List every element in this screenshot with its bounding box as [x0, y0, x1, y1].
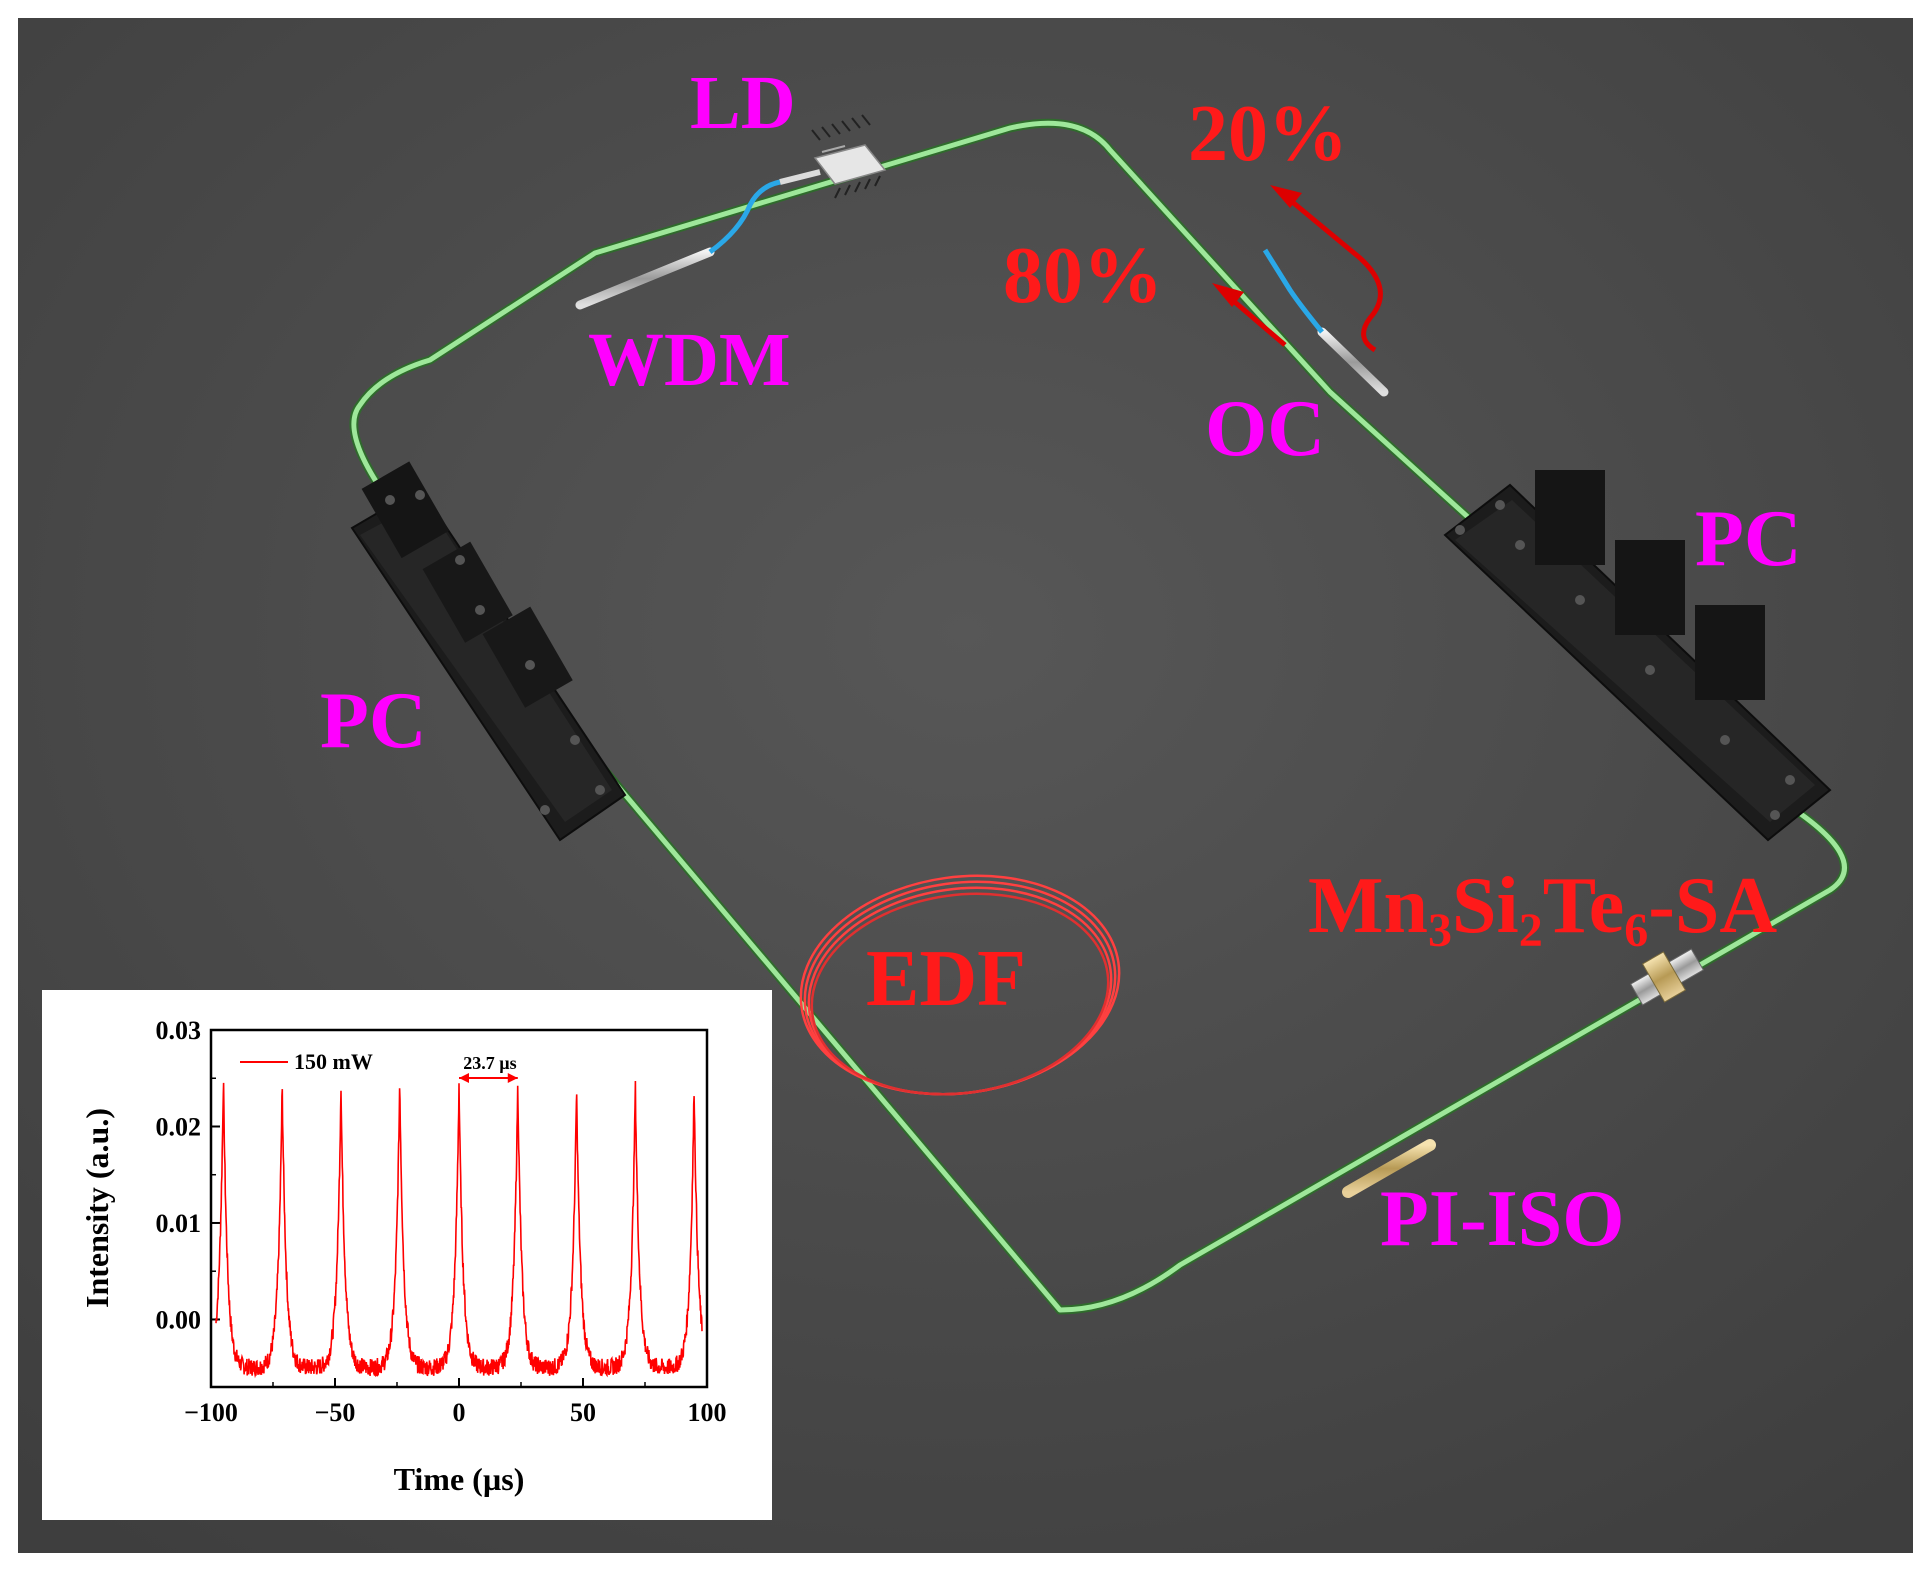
pc-left-label: PC [320, 677, 427, 765]
wdm-label: WDM [588, 318, 791, 402]
legend-label: 150 mW [294, 1049, 373, 1074]
y-tick-label: 0.03 [156, 1016, 202, 1045]
sa-label-sub6: 6 [1624, 904, 1648, 957]
arrow-20-head [1270, 185, 1302, 208]
y-tick-label: 0.01 [156, 1209, 202, 1238]
pulse-trace-150mw [215, 1080, 703, 1379]
x-tick-label: −50 [315, 1398, 356, 1427]
y-tick-label: 0.00 [156, 1305, 202, 1334]
oc-output-fiber-red [1288, 198, 1383, 353]
pi-iso-label: PI-ISO [1380, 1175, 1625, 1263]
pc-right-label: PC [1695, 495, 1802, 583]
sa-label-si: Si [1452, 862, 1519, 950]
pc-left-icon [350, 461, 627, 842]
sa-label-suffix: -SA [1648, 862, 1777, 950]
sa-label-sub2: 2 [1519, 904, 1543, 957]
period-arrow-left-head [459, 1073, 469, 1083]
edf-coil-icon [799, 874, 1121, 1096]
x-axis-title: Time (µs) [394, 1461, 525, 1497]
x-tick-label: 50 [570, 1398, 596, 1427]
period-arrow-right-head [507, 1073, 518, 1083]
y-axis-title: Intensity (a.u.) [79, 1108, 115, 1308]
x-tick-label: 0 [453, 1398, 466, 1427]
output-20-label: 20% [1188, 90, 1348, 178]
ld-blue-fiber [708, 179, 781, 255]
sa-label-te: Te [1543, 862, 1625, 950]
output-80-label: 80% [1003, 232, 1163, 320]
oc-label: OC [1205, 385, 1325, 473]
ld-pigtail [779, 169, 821, 185]
pi-iso-body [1342, 1139, 1436, 1198]
y-tick-label: 0.02 [156, 1112, 202, 1141]
x-tick-label: 100 [688, 1398, 727, 1427]
inset-background [42, 990, 772, 1520]
sa-label: Mn3Si2Te6-SA [1308, 862, 1777, 957]
ld-label: LD [690, 61, 796, 145]
oc-ferrule [1317, 327, 1389, 397]
ld-package-icon [811, 114, 887, 199]
period-label: 23.7 µs [463, 1053, 516, 1073]
edf-label: EDF [866, 935, 1026, 1023]
sa-label-mn: Mn [1308, 862, 1428, 950]
wdm-ferrule [575, 247, 715, 310]
fiber-loop-highlight [351, 120, 1847, 1313]
arrow-80-head [1212, 283, 1244, 307]
x-tick-label: −100 [184, 1398, 238, 1427]
arrow-80-shaft [1228, 296, 1287, 347]
sa-connector-icon [1630, 948, 1704, 1006]
inset-chart: −100 −50 0 50 100 0.00 0.01 0.02 0.03 150 mW 23.… [42, 990, 772, 1520]
pc-right-icon [1443, 470, 1832, 842]
oc-blue-fiber [1262, 248, 1324, 334]
sa-label-sub3: 3 [1428, 904, 1452, 957]
